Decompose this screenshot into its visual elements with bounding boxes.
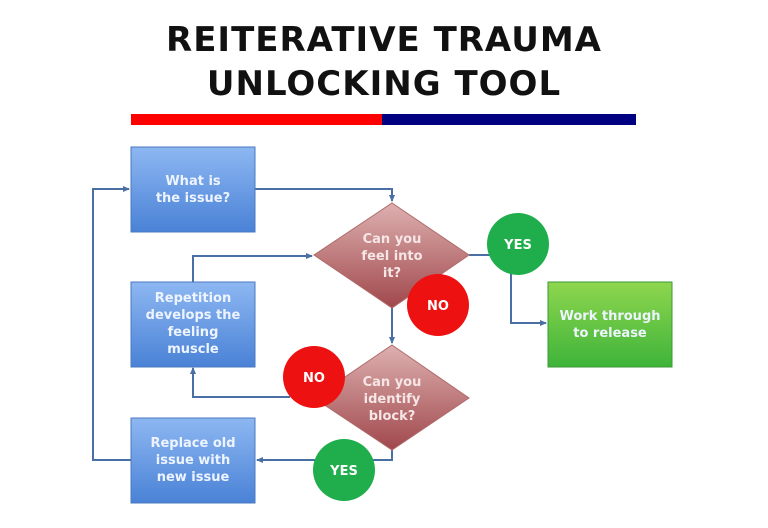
connector-what-issue-to-feel <box>255 188 395 202</box>
decision-text: identify <box>364 392 421 407</box>
decision-text: block? <box>369 409 416 424</box>
connector-loop-to-what-issue <box>92 186 131 461</box>
node-text: develops the <box>146 308 241 323</box>
connector-no-to-repetition <box>190 367 290 398</box>
node-text: feeling <box>168 325 219 340</box>
node-text: Work through <box>559 309 660 324</box>
decision-text: Can you <box>363 375 422 390</box>
node-text: muscle <box>167 342 219 357</box>
title-underline-red <box>131 114 382 125</box>
diagram-title-line-2: UNLOCKING TOOL <box>206 64 562 104</box>
decision-text: Can you <box>363 232 422 247</box>
decision-can-you-identify-block: Can you identify block? <box>313 344 470 451</box>
decision-can-you-feel-into-it: Can you feel into it? <box>313 202 470 309</box>
no-label: NO <box>303 371 325 386</box>
decision-text: feel into <box>361 249 422 264</box>
no-badge-feel: NO <box>407 274 469 336</box>
yes-badge-feel: YES <box>487 213 549 275</box>
connector-repetition-to-feel <box>192 253 313 282</box>
diagram-title-line-1: REITERATIVE TRAUMA <box>166 20 602 60</box>
node-text: the issue? <box>156 191 230 206</box>
yes-label: YES <box>503 238 532 253</box>
node-text: Repetition <box>155 291 231 306</box>
node-text: What is <box>165 174 221 189</box>
title-underline-blue <box>382 114 636 125</box>
connector-yes-to-work-through <box>510 272 547 326</box>
decision-text: it? <box>383 266 401 281</box>
yes-label: YES <box>329 464 358 479</box>
no-badge-block: NO <box>283 346 345 408</box>
node-work-through-to-release: Work through to release <box>547 281 673 368</box>
node-text: new issue <box>157 470 230 485</box>
yes-badge-block: YES <box>313 439 375 501</box>
connector-block-to-replace <box>256 450 393 463</box>
node-replace-old-issue: Replace old issue with new issue <box>130 417 256 504</box>
node-text: issue with <box>156 453 230 468</box>
node-repetition: Repetition develops the feeling muscle <box>130 281 256 368</box>
no-label: NO <box>427 299 449 314</box>
node-what-is-the-issue: What is the issue? <box>130 146 256 233</box>
node-text: to release <box>573 326 647 341</box>
node-text: Replace old <box>150 436 235 451</box>
